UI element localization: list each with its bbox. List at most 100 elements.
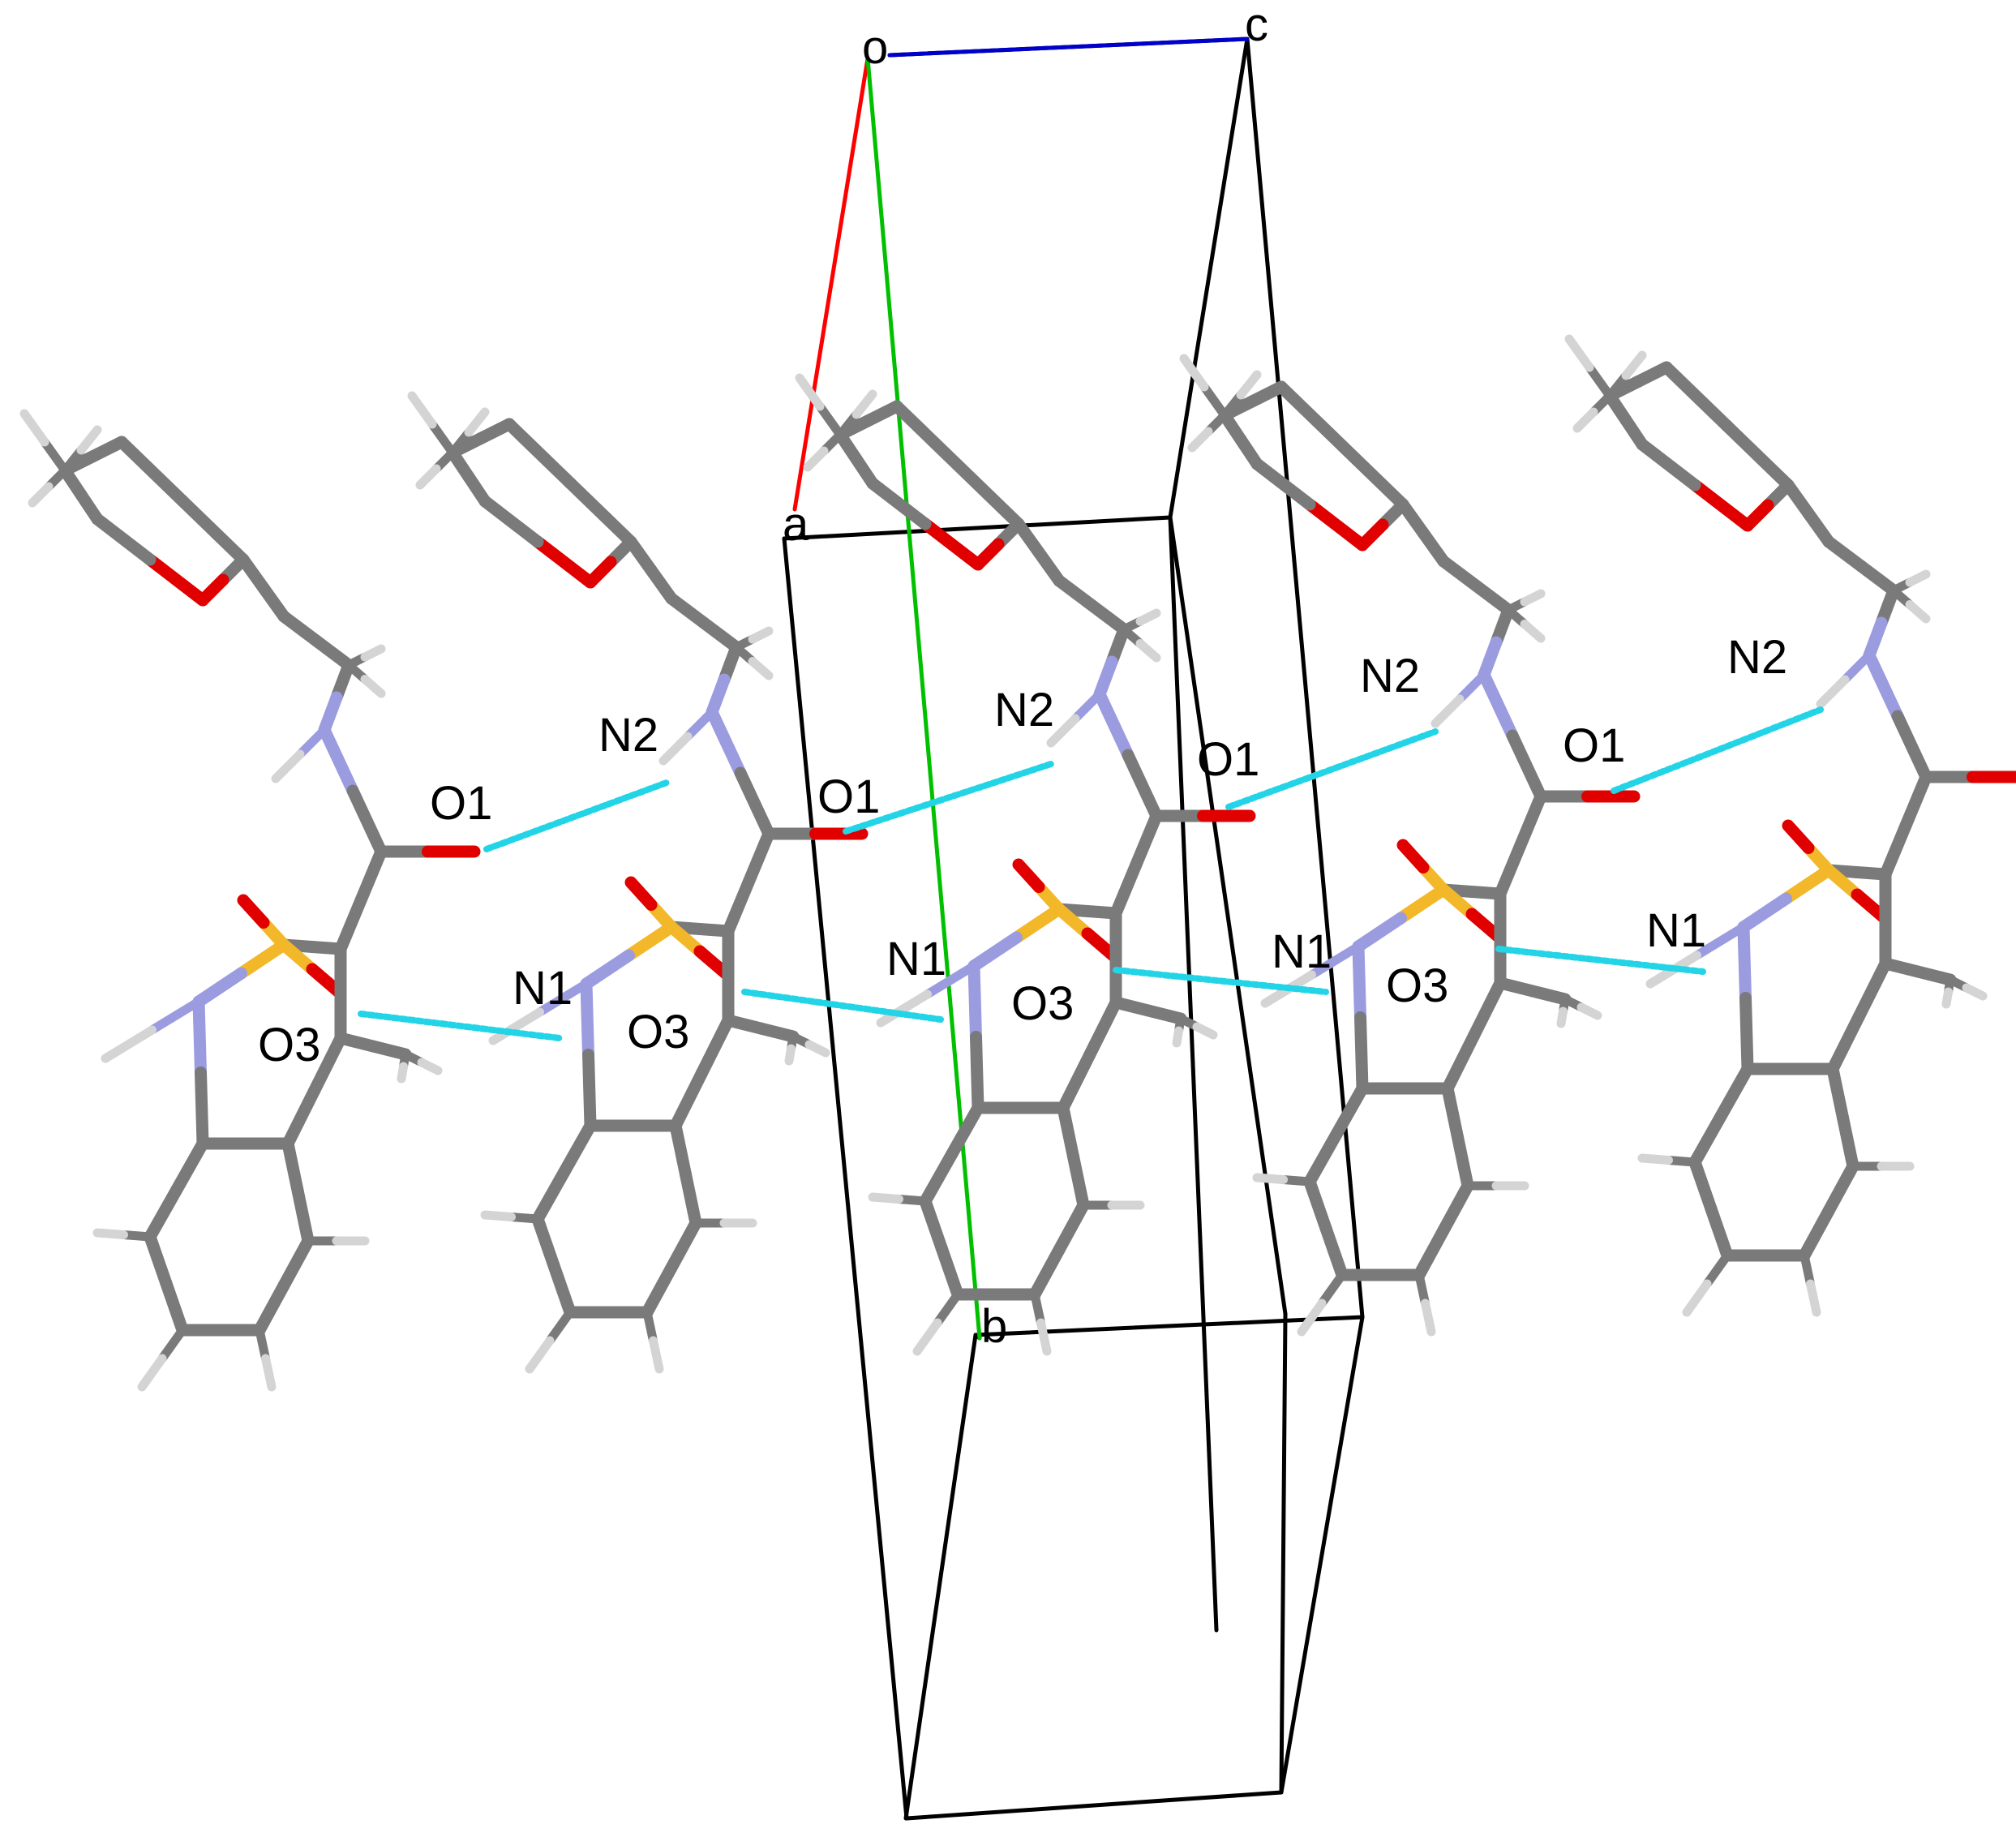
bond-half	[1739, 992, 1754, 1075]
bond-half	[281, 1084, 320, 1150]
bond-half	[318, 723, 359, 797]
bond-half	[680, 1168, 702, 1230]
atom-label-n2: N2	[994, 684, 1054, 736]
bond-half	[1585, 363, 1615, 401]
bond-half	[531, 1166, 570, 1225]
bond-half	[658, 732, 693, 766]
molecule	[795, 373, 1256, 1356]
bond-half	[1437, 555, 1482, 592]
atom-label-o1: O1	[1197, 733, 1259, 786]
bond-half	[1688, 1109, 1727, 1169]
bond-half	[92, 1228, 128, 1239]
bond-half	[1891, 710, 1932, 783]
bond-half	[1905, 569, 1931, 587]
bond-half	[407, 391, 437, 429]
bond-half	[1822, 1160, 1859, 1217]
bond-half	[277, 938, 319, 976]
bond-half	[503, 418, 577, 489]
bond-half	[1028, 1243, 1066, 1301]
bond-half	[1057, 1101, 1079, 1163]
bond-half	[58, 464, 88, 501]
bond-half	[742, 827, 775, 889]
axis-label-c: c	[1245, 0, 1268, 51]
bond-half	[1799, 1251, 1815, 1289]
bond-half	[545, 1307, 575, 1346]
bond-half	[1692, 922, 1748, 960]
bond-half	[1514, 790, 1547, 852]
bond-half	[1911, 965, 1957, 986]
bond-half	[478, 495, 544, 548]
bond-half	[446, 446, 475, 483]
bond-half	[1250, 457, 1316, 511]
bond-half	[923, 961, 979, 999]
molecule	[19, 409, 481, 1392]
bond-half	[144, 1184, 182, 1243]
bond-half	[1506, 729, 1547, 803]
bond-half	[1941, 987, 1953, 1009]
bond-half	[748, 626, 774, 644]
bond-half	[101, 1025, 157, 1063]
bond-half	[253, 1279, 290, 1337]
bond-half	[1319, 1222, 1349, 1281]
atom-label-o1: O1	[1563, 719, 1625, 772]
atom-label-n1: N1	[1272, 925, 1332, 978]
bond-half	[1431, 694, 1465, 728]
bond-half	[1012, 858, 1045, 893]
bond-half	[706, 706, 747, 779]
atom-label-n2: N2	[1360, 650, 1420, 702]
bond-half	[28, 482, 54, 508]
bond-half	[415, 464, 441, 490]
hydrogen-bond	[1113, 967, 1329, 995]
unit-cell-edge	[1245, 36, 1365, 1320]
bond-half	[1526, 985, 1572, 1006]
bond-half	[1083, 996, 1122, 1062]
bond-half	[192, 995, 207, 1079]
bond-half	[1441, 1029, 1480, 1095]
atom-label-o3: O3	[258, 1019, 320, 1071]
bond-half	[697, 616, 743, 654]
bond-half	[748, 657, 774, 680]
bond-half	[803, 446, 829, 472]
bond-half	[1863, 649, 1904, 723]
hydrogen-bond	[843, 761, 1054, 835]
bond-half	[1905, 600, 1931, 624]
bond-half	[170, 1137, 209, 1196]
bond-half	[1737, 892, 1792, 934]
bond-half	[488, 1007, 544, 1045]
bond-half	[277, 610, 323, 647]
bond-half	[1330, 1082, 1369, 1141]
bond-half	[1122, 749, 1163, 822]
bond-half	[480, 1210, 516, 1221]
atom-label-o1: O1	[430, 777, 492, 830]
bond-half	[1715, 1062, 1754, 1122]
bond-half	[1702, 1251, 1732, 1289]
bond-half	[734, 766, 775, 840]
bond-half	[464, 407, 490, 437]
bond-half	[580, 949, 635, 990]
unit-cell-edge	[904, 1790, 1284, 1821]
hydrogen-bond	[1225, 728, 1439, 810]
bond-half	[137, 1354, 167, 1392]
bond-half	[91, 513, 157, 566]
unit-cell-edge	[1279, 1311, 1288, 1795]
bond-half	[281, 1137, 304, 1199]
bond-half	[144, 553, 209, 607]
atom-label-n1: N1	[1646, 904, 1706, 957]
bond-half	[970, 1031, 984, 1114]
bond-half	[1478, 668, 1519, 742]
bond-half	[1688, 1156, 1718, 1215]
bond-half	[919, 517, 984, 571]
bond-half	[868, 1192, 903, 1204]
atom-label-n2: N2	[1727, 631, 1787, 684]
bond-half	[1826, 1010, 1865, 1075]
bond-half	[235, 938, 290, 980]
bond-half	[946, 1101, 984, 1161]
bond-half	[1085, 599, 1130, 636]
bond-half	[308, 1032, 347, 1097]
hydrogen-bond	[741, 989, 944, 1023]
bond-half	[1879, 819, 1912, 881]
unit-cell-edge	[1279, 1315, 1365, 1795]
bond-half	[1179, 354, 1209, 392]
bond-half	[19, 409, 49, 447]
bond-half	[558, 1119, 597, 1178]
